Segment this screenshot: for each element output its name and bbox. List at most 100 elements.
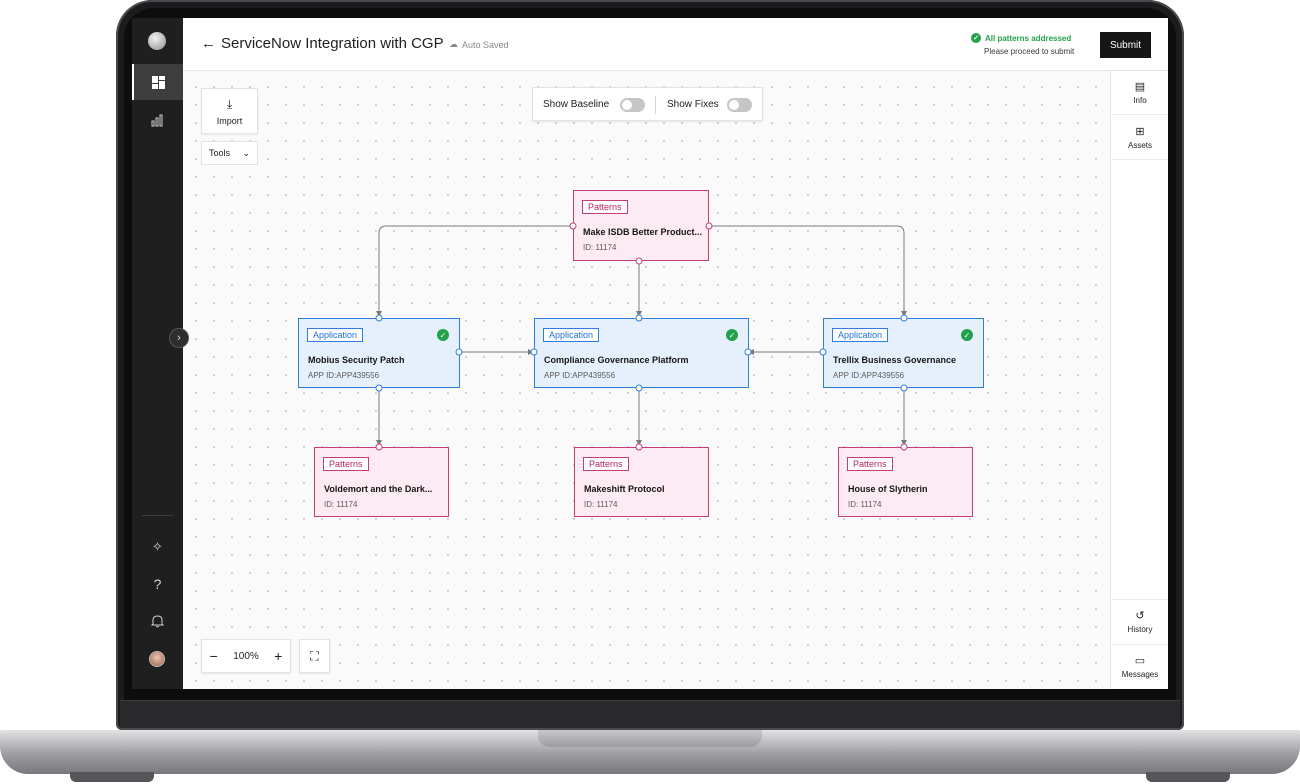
connector-layer	[376, 225, 907, 446]
node-pattern-bottom-left[interactable]: Patterns Voldemort and the Dark... ID: 1…	[314, 447, 449, 517]
handle-appl-top	[375, 314, 383, 322]
right-panel: ▤ Info ⊞ Assets ↺ History ▭ Messages	[1110, 71, 1168, 689]
import-button[interactable]: ⤓ Import	[201, 88, 258, 134]
handle-top-left	[569, 222, 577, 230]
handle-bl-top	[375, 443, 383, 451]
check-circle-icon: ✓	[971, 33, 981, 43]
document-icon: ▤	[1134, 81, 1146, 93]
user-avatar[interactable]	[149, 651, 165, 667]
download-icon: ⤓	[226, 96, 233, 111]
check-icon: ✓	[437, 329, 449, 341]
handle-top-right	[705, 222, 713, 230]
status-title: All patterns addressed	[985, 33, 1072, 43]
panel-history-button[interactable]: ↺ History	[1111, 599, 1168, 643]
node-tag: Application	[832, 328, 889, 342]
node-pattern-bottom-right[interactable]: Patterns House of Slytherin ID: 11174	[838, 447, 973, 517]
app-screen: Patterns Make ISDB Better Product... ID:…	[132, 18, 1168, 689]
handle-appc-bottom	[635, 384, 643, 392]
node-application-right[interactable]: Application ✓ Trellix Business Governanc…	[823, 318, 984, 388]
laptop-foot-right	[1146, 772, 1230, 782]
handle-layer	[375, 222, 908, 451]
check-icon: ✓	[726, 329, 738, 341]
assets-label: Assets	[1127, 141, 1152, 150]
autosave-label: Auto Saved	[462, 39, 509, 50]
tools-dropdown[interactable]: Tools ⌄	[201, 141, 258, 165]
show-fixes-toggle[interactable]	[727, 98, 752, 112]
node-title: Trellix Business Governance	[833, 355, 957, 365]
node-tag: Patterns	[583, 457, 629, 471]
node-title: Voldemort and the Dark...	[324, 484, 433, 494]
edge-top-to-left	[378, 225, 573, 314]
arrow-center-in	[636, 311, 642, 317]
page-header: ← ServiceNow Integration with CGP ☁ Auto…	[183, 18, 1168, 71]
handle-top-bottom	[635, 257, 643, 265]
panel-assets-button[interactable]: ⊞ Assets	[1111, 116, 1168, 160]
node-id: APP ID:APP439556	[544, 371, 616, 380]
zoom-in-button[interactable]: +	[274, 648, 283, 664]
view-toggle-bar: Show Baseline Show Fixes	[532, 87, 763, 121]
status-subtitle: Please proceed to submit	[984, 47, 1075, 56]
edge-top-to-right	[708, 225, 905, 314]
screen-chin	[120, 700, 1180, 728]
arrow-bottom-right	[901, 440, 907, 446]
left-navigation: ✧ ?	[132, 18, 183, 689]
panel-info-button[interactable]: ▤ Info	[1111, 71, 1168, 115]
node-tag: Application	[543, 328, 600, 342]
assets-grid-icon: ⊞	[1135, 126, 1145, 138]
submit-button[interactable]: Submit	[1100, 32, 1151, 58]
bell-icon	[151, 615, 164, 628]
help-icon: ?	[153, 576, 162, 592]
node-title: House of Slytherin	[848, 484, 928, 494]
show-fixes-label: Show Fixes	[667, 99, 719, 110]
node-id: ID: 11174	[583, 243, 617, 252]
node-pattern-top[interactable]: Patterns Make ISDB Better Product... ID:…	[573, 190, 709, 261]
nav-divider	[142, 515, 173, 516]
chevron-right-icon[interactable]: ›	[169, 328, 189, 348]
handle-appc-left	[530, 348, 538, 356]
dashboard-icon	[152, 75, 165, 89]
nav-ai-assist[interactable]: ✧	[132, 529, 183, 565]
handle-appc-right	[744, 348, 752, 356]
node-title: Make ISDB Better Product...	[583, 227, 703, 237]
handle-appl-bottom	[375, 384, 383, 392]
node-id: ID: 11174	[584, 500, 618, 509]
nav-analytics[interactable]	[132, 102, 183, 138]
history-label: History	[1127, 625, 1153, 634]
nav-dashboard[interactable]	[132, 64, 183, 100]
node-title: Mobius Security Patch	[308, 355, 405, 365]
node-id: APP ID:APP439556	[833, 371, 905, 380]
node-tag: Patterns	[582, 200, 628, 214]
zoom-level: 100%	[233, 650, 259, 662]
handle-appl-right	[455, 348, 463, 356]
handle-bc-top	[635, 443, 643, 451]
message-icon: ▭	[1134, 655, 1146, 667]
node-title: Compliance Governance Platform	[544, 355, 689, 365]
show-baseline-toggle[interactable]	[620, 98, 645, 112]
arrow-right-in	[901, 311, 907, 317]
history-icon: ↺	[1135, 610, 1145, 622]
app-logo[interactable]	[148, 32, 166, 50]
import-label: Import	[216, 115, 243, 126]
node-tag: Patterns	[847, 457, 893, 471]
handle-appr-top	[900, 314, 908, 322]
nav-help[interactable]: ?	[132, 566, 183, 602]
fullscreen-icon: ⛶	[310, 648, 319, 663]
node-application-center[interactable]: Application ✓ Compliance Governance Plat…	[534, 318, 749, 388]
arrow-bottom-center	[636, 440, 642, 446]
node-pattern-bottom-center[interactable]: Patterns Makeshift Protocol ID: 11174	[574, 447, 709, 517]
zoom-out-button[interactable]: −	[209, 648, 218, 664]
handle-br-top	[900, 443, 908, 451]
bar-chart-icon	[151, 114, 163, 126]
info-label: Info	[1133, 96, 1147, 105]
cloud-icon: ☁	[449, 39, 458, 49]
status-badge: ✓ All patterns addressed	[971, 33, 1071, 43]
zoom-control: − 100% +	[201, 639, 291, 673]
panel-messages-button[interactable]: ▭ Messages	[1111, 644, 1168, 688]
back-arrow-icon[interactable]: ←	[201, 35, 216, 52]
node-id: ID: 11174	[848, 500, 882, 509]
messages-label: Messages	[1121, 670, 1159, 679]
nav-notifications[interactable]	[132, 603, 183, 639]
fit-screen-button[interactable]: ⛶	[299, 639, 330, 673]
node-application-left[interactable]: Application ✓ Mobius Security Patch APP …	[298, 318, 460, 388]
